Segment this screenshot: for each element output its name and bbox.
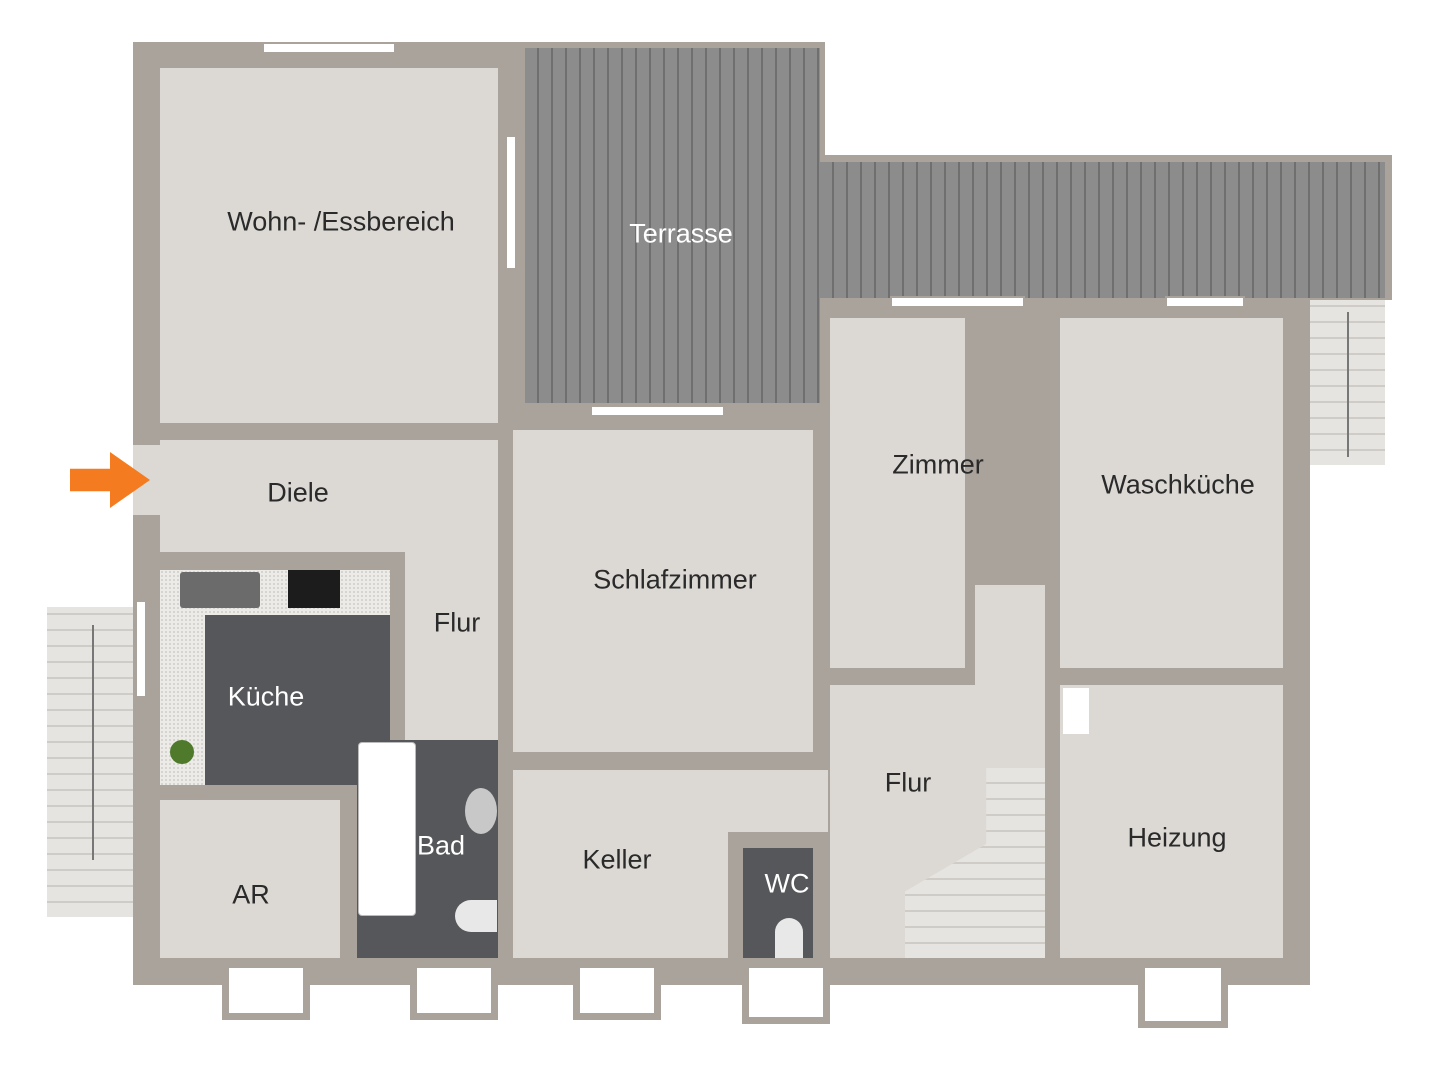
window	[1165, 296, 1245, 308]
label-heizung: Heizung	[1127, 822, 1227, 853]
stairs-west	[47, 607, 133, 917]
bathtub-icon	[358, 742, 416, 916]
window-bay	[410, 968, 498, 1020]
label-zimmer: Zimmer	[892, 449, 984, 480]
label-schlafzimmer: Schlafzimmer	[593, 564, 757, 595]
room-schlafzimmer	[513, 430, 813, 752]
plant-icon	[170, 740, 194, 764]
label-terrasse: Terrasse	[629, 218, 733, 249]
window	[135, 600, 147, 698]
washbasin-icon	[465, 788, 497, 834]
label-wc: WC	[764, 868, 810, 899]
room-heizung	[1060, 685, 1283, 958]
boiler-icon	[1063, 688, 1089, 734]
window	[262, 42, 396, 54]
terrace-floor-east	[820, 162, 1385, 298]
room-keller-ext	[728, 770, 828, 832]
label-kueche: Küche	[227, 681, 305, 712]
window	[590, 405, 725, 417]
room-flur1	[405, 440, 498, 740]
stairs-east-arrow	[1347, 312, 1349, 457]
label-ar: AR	[232, 879, 270, 910]
terrace-floor	[525, 48, 820, 403]
room-ar	[160, 800, 340, 958]
cooktop-icon	[288, 570, 340, 608]
window-bay	[573, 968, 661, 1020]
label-flur2: Flur	[884, 767, 932, 798]
sink-icon	[180, 572, 260, 608]
toilet-icon	[455, 900, 497, 932]
room-waschkueche	[1060, 318, 1283, 668]
room-keller	[513, 770, 728, 958]
window-bay	[222, 968, 310, 1020]
label-flur1: Flur	[433, 607, 481, 638]
room-zimmer	[830, 318, 965, 668]
label-waschkueche: Waschküche	[1101, 469, 1255, 500]
stairs-west-arrow	[92, 625, 94, 860]
label-wohn: Wohn- /Essbereich	[227, 206, 455, 237]
room-wohn	[160, 68, 498, 423]
window-bay	[742, 968, 830, 1024]
label-diele: Diele	[267, 477, 329, 508]
wc-toilet-icon	[775, 918, 803, 958]
label-keller: Keller	[582, 844, 652, 875]
window-bay	[1138, 968, 1228, 1028]
window	[890, 296, 1025, 308]
label-bad: Bad	[416, 830, 466, 861]
room-flur2-ext	[975, 585, 1045, 685]
window	[505, 135, 517, 270]
